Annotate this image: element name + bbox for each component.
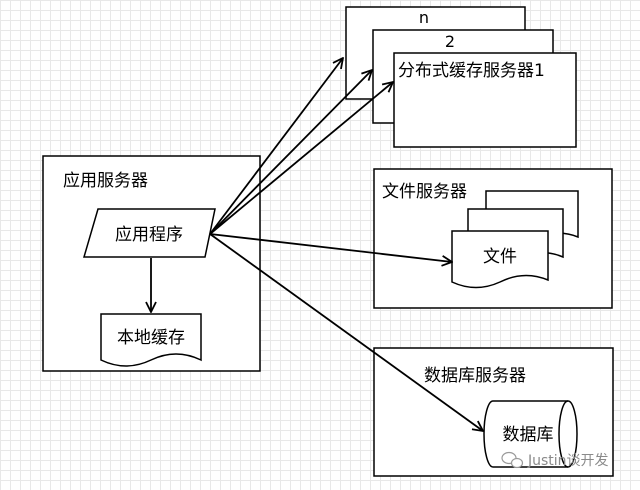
watermark: Justin谈开发 (501, 451, 609, 469)
db-server-title: 数据库服务器 (424, 366, 526, 386)
app-server-title: 应用服务器 (63, 171, 148, 191)
watermark-text: Justin谈开发 (527, 453, 609, 469)
database-label: 数据库 (503, 425, 554, 445)
cache-server-1: 分布式缓存服务器1 (393, 52, 577, 148)
cache-server-n-label: n (419, 8, 429, 27)
application-program: 应用程序 (83, 208, 216, 258)
local-cache: 本地缓存 (100, 313, 202, 367)
database-cylinder: 数据库 (483, 400, 578, 468)
arrow-to-cache-server-1 (209, 82, 393, 235)
arrow-to-cache-server-n (209, 58, 343, 235)
application-program-label: 应用程序 (115, 225, 183, 245)
arrow-to-cache-server-2 (209, 70, 372, 235)
arrow-to-database (209, 233, 483, 431)
arrow-to-file (209, 233, 452, 262)
wechat-icon (501, 451, 524, 469)
cache-server-1-label: 分布式缓存服务器1 (398, 61, 545, 81)
file-doc-front: 文件 (451, 230, 549, 289)
local-cache-label: 本地缓存 (117, 328, 185, 348)
file-label: 文件 (483, 247, 517, 267)
cache-server-2-label: 2 (445, 32, 455, 51)
file-server-title: 文件服务器 (382, 182, 467, 202)
